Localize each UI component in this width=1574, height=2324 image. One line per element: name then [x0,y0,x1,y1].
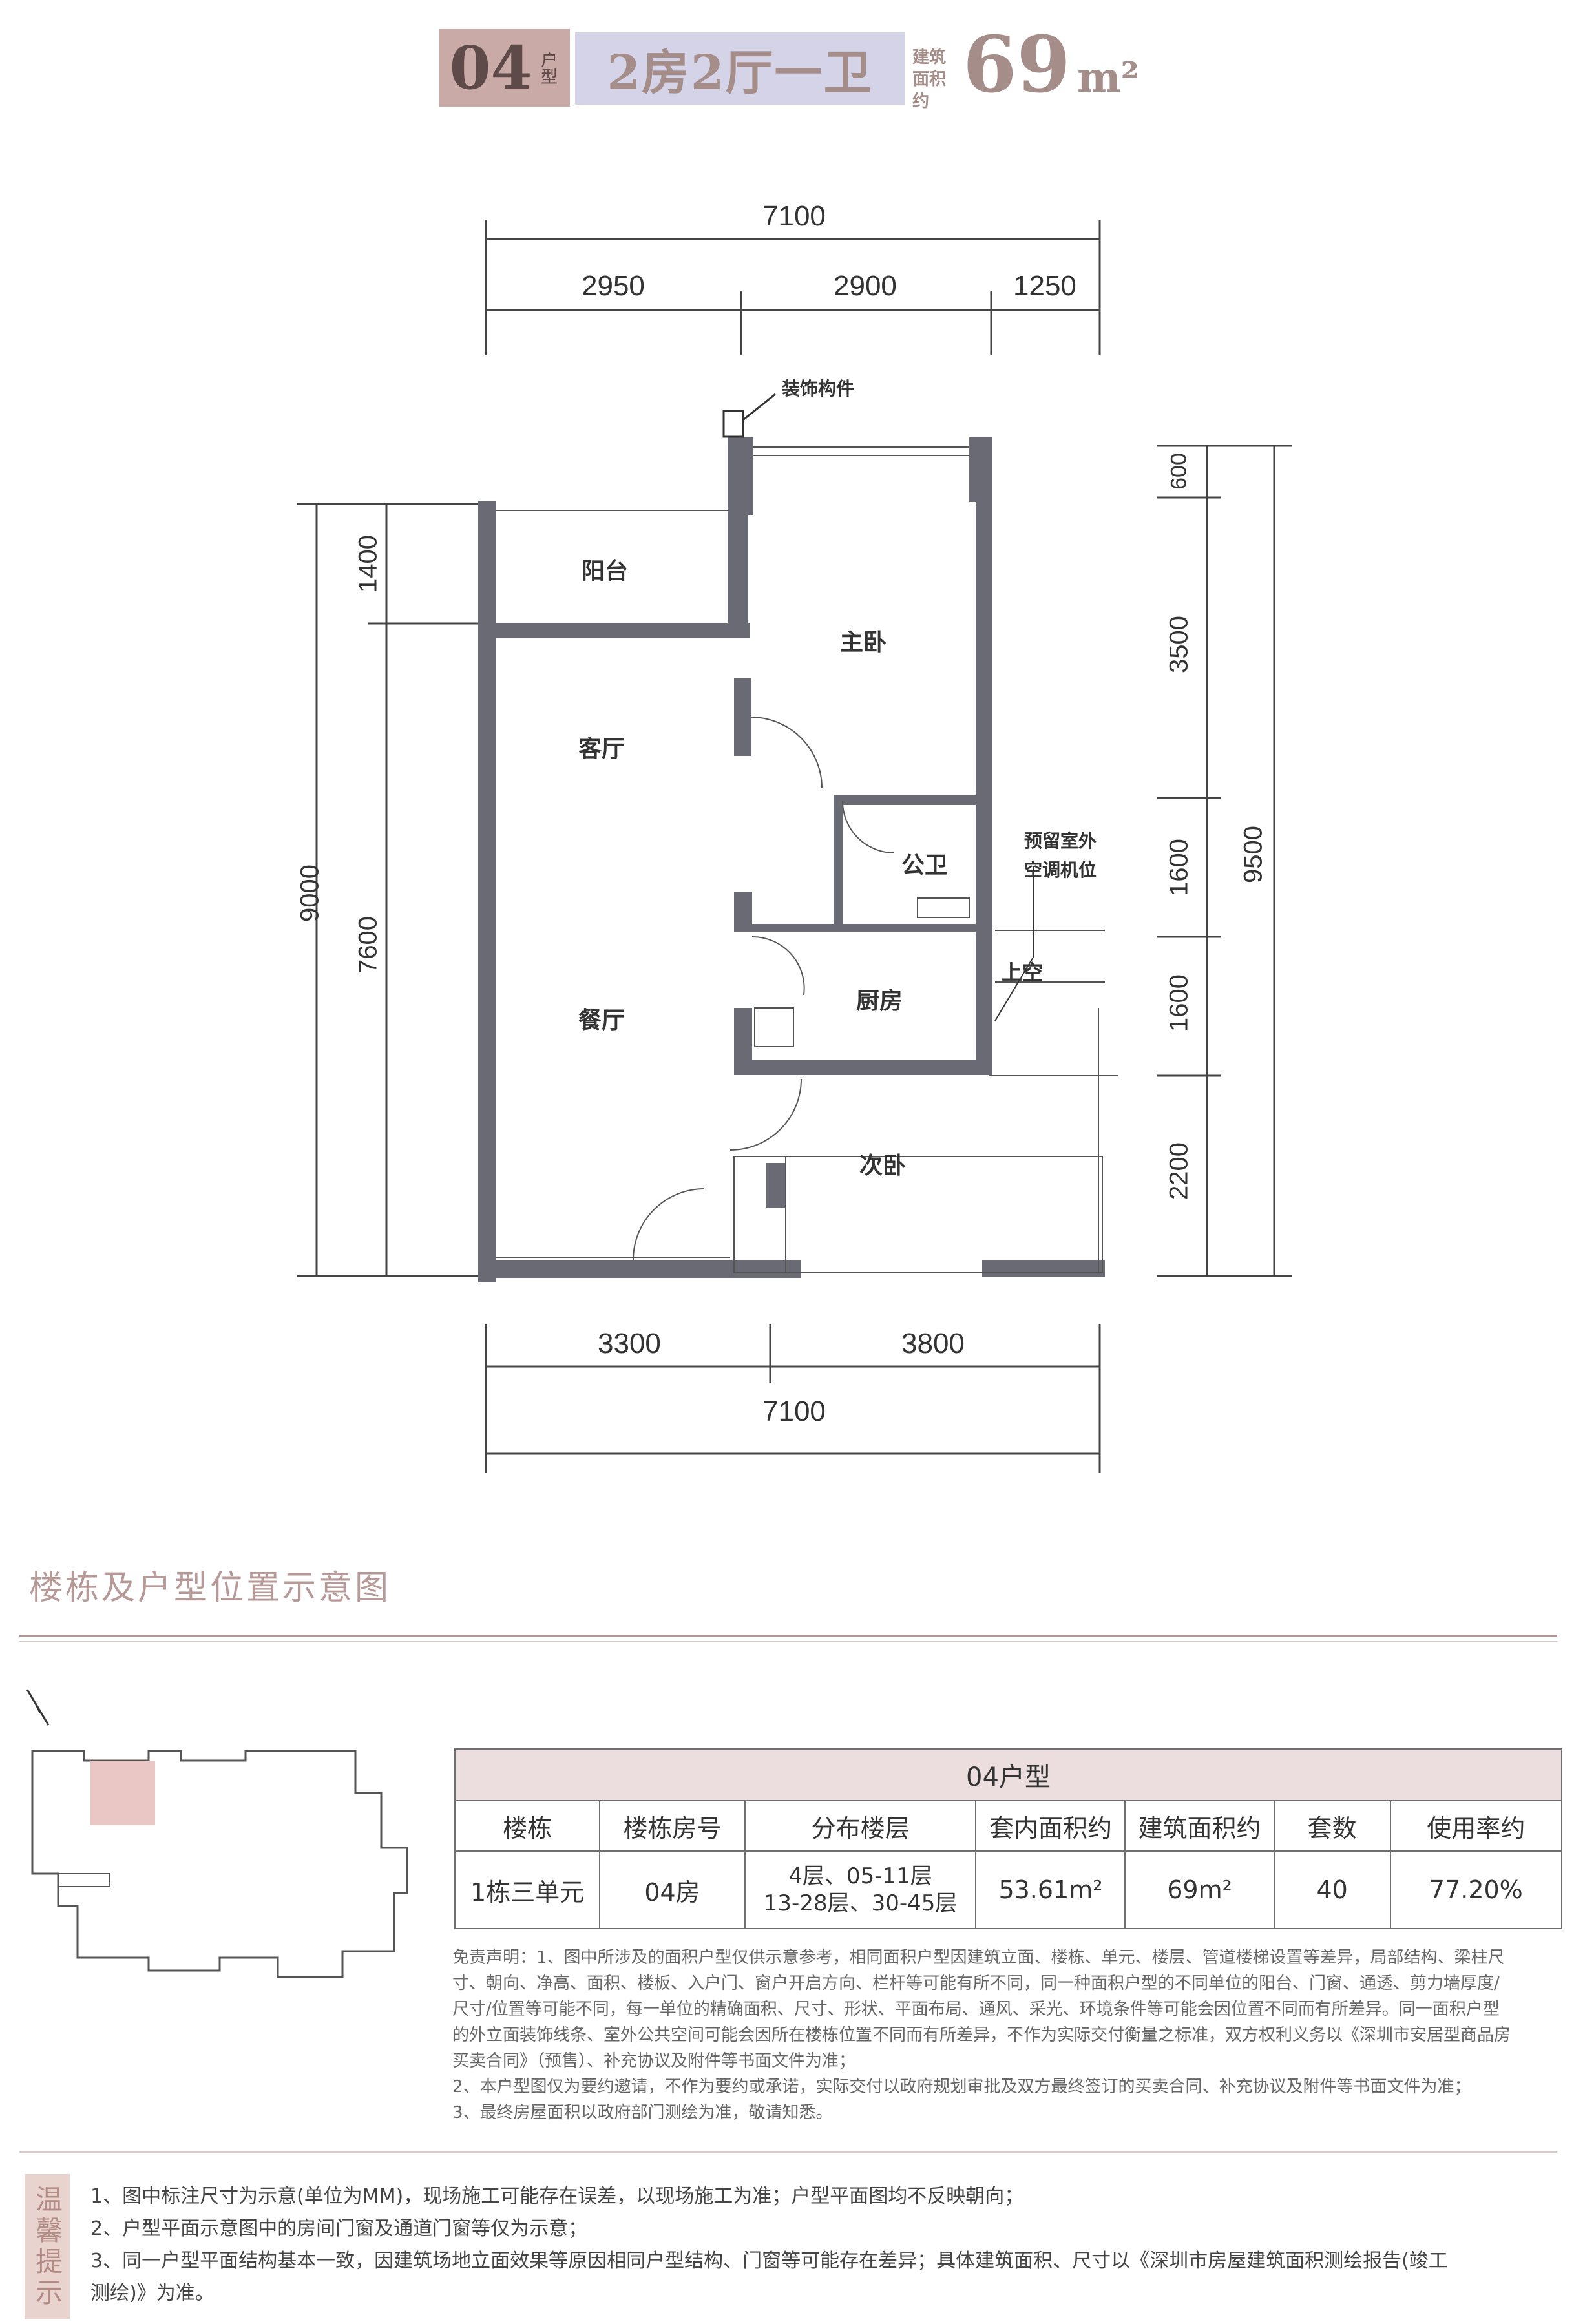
floor-plan [297,220,1292,1473]
area-label: 建筑面积约 [912,48,947,111]
table-header-room-no: 楼栋房号 [599,1800,746,1852]
table-header-count: 套数 [1273,1800,1391,1852]
dim-right-seg2: 3500 [1164,616,1193,673]
disclaimer-block: 免责声明：1、图中所涉及的面积户型仅供示意参考，相同面积户型因建筑立面、楼栋、单… [452,1945,1564,2126]
note-ac-line2: 空调机位 [1024,859,1097,881]
area-number: 69 [963,19,1071,110]
disclaimer-line: 尺寸/位置等可能不同，每一单位的精确面积、尺寸、形状、平面布局、通风、采光、环境… [452,2000,1500,2019]
second-bedroom-outline [733,1156,1103,1273]
site-location-map [26,1689,408,1978]
dim-right-seg1: 600 [1166,453,1191,490]
tips-tag: 温馨提示 [25,2174,70,2319]
floors-line2: 13-28层、30-45层 [763,1890,958,1916]
tip-line: 2、户型平面示意图中的房间门窗及通道门窗等仅为示意； [90,2217,588,2240]
table-header-inner-area: 套内面积约 [975,1800,1126,1852]
disclaimer-line: 的外立面装饰线条、室外公共空间可能会因所在楼栋位置不同而有所差异，不作为实际交付… [452,2026,1511,2045]
table-title: 04户型 [454,1748,1562,1801]
floors-line1: 4层、05-11层 [788,1863,932,1889]
dim-left-seg2: 7600 [353,916,383,974]
dim-top-seg1: 2950 [582,270,645,302]
dim-bottom-seg2: 3800 [901,1328,965,1359]
section-divider-thin [19,1641,1557,1642]
disclaimer-line: 免责声明：1、图中所涉及的面积户型仅供示意参考，相同面积户型因建筑立面、楼栋、单… [452,1948,1505,1967]
dim-right-total: 9500 [1239,826,1268,883]
decor-component-mark [722,410,744,438]
note-decor-component: 装饰构件 [782,378,855,399]
room-bathroom: 公卫 [901,852,949,879]
unit-code-badge: 04 户型 [439,29,570,107]
dim-right-seg4: 1600 [1164,974,1193,1032]
table-cell-room-no: 04房 [599,1850,746,1929]
room-master-bedroom: 主卧 [840,629,887,656]
disclaimer-line: 2、本户型图仅为要约邀请，不作为要约或承诺，实际交付以政府规划审批及双方最终签订… [452,2077,1471,2097]
note-ac-line1: 预留室外 [1024,830,1097,852]
table-cell-floors: 4层、05-11层 13-28层、30-45层 [744,1850,977,1929]
unit-code-suffix: 户型 [538,51,558,85]
room-balcony: 阳台 [582,558,629,585]
dim-bottom-total: 7100 [762,1396,826,1427]
tip-line: 测绘)》为准。 [90,2282,215,2305]
disclaimer-line: 买卖合同》（预售）、补充协议及附件等书面文件为准； [452,2051,856,2071]
room-living: 客厅 [578,736,625,762]
room-second-bedroom: 次卧 [859,1153,907,1179]
table-header-ratio: 使用率约 [1389,1800,1563,1852]
table-cell-building: 1栋三单元 [454,1850,601,1929]
table-cell-build-area: 69m² [1124,1850,1275,1929]
table-cell-count: 40 [1273,1850,1391,1929]
area-unit: m² [1077,54,1139,102]
tip-line: 1、图中标注尺寸为示意(单位为MM)，现场施工可能存在误差，以现场施工为准；户型… [90,2185,1024,2208]
table-header-build-area: 建筑面积约 [1124,1800,1275,1852]
room-kitchen: 厨房 [856,988,903,1014]
table-cell-inner-area: 53.61m² [975,1850,1126,1929]
section-divider [19,1635,1557,1637]
unit-info-table: 04户型 楼栋 楼栋房号 分布楼层 套内面积约 建筑面积约 套数 使用率约 1栋… [454,1748,1563,1929]
dim-right-seg5: 2200 [1164,1142,1193,1200]
dim-bottom-seg1: 3300 [598,1328,661,1359]
walls [478,437,1105,1282]
dim-top-seg2: 2900 [834,270,897,302]
section-title: 楼栋及户型位置示意图 [29,1569,392,1607]
disclaimer-line: 3、最终房屋面积以政府部门测绘为准，敬请知悉。 [452,2103,833,2122]
tips-divider [19,2151,1557,2153]
unit-location-highlight [90,1761,155,1825]
dim-left-seg1: 1400 [353,535,383,592]
dim-top-total: 7100 [762,200,826,232]
room-dining: 餐厅 [578,1007,625,1034]
table-cell-ratio: 77.20% [1389,1850,1563,1929]
dim-top-seg3: 1250 [1013,270,1076,302]
dim-left-total: 9000 [295,864,324,922]
room-void: 上空 [1002,960,1044,985]
disclaimer-line: 寸、朝向、净高、面积、楼板、入户门、窗户开启方向、栏杆等可能有所不同，同一种面积… [452,1974,1500,1993]
tips-block: 1、图中标注尺寸为示意(单位为MM)，现场施工可能存在误差，以现场施工为准；户型… [90,2181,1557,2310]
tip-line: 3、同一户型平面结构基本一致，因建筑场地立面效果等原因相同户型结构、门窗等可能存… [90,2250,1448,2272]
table-header-floors: 分布楼层 [744,1800,977,1852]
dim-right-seg3: 1600 [1164,839,1193,896]
layout-text: 2房2厅一卫 [607,45,873,101]
layout-badge: 2房2厅一卫 [575,32,905,105]
unit-code: 04 [449,33,532,103]
table-header-building: 楼栋 [454,1800,601,1852]
